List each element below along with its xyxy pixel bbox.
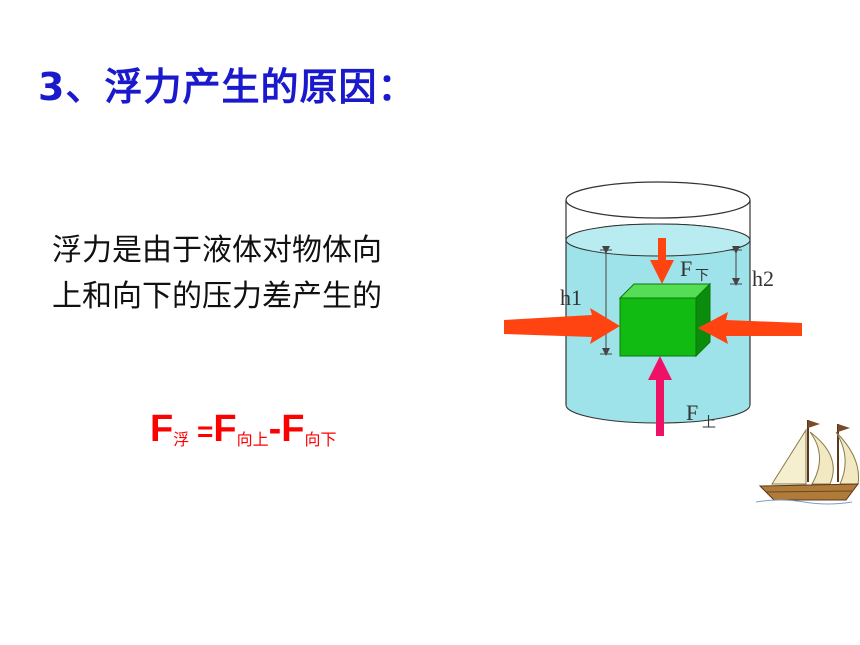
description-line-2: 上和向下的压力差产生的: [52, 279, 382, 314]
formula-f-up: F: [213, 408, 237, 450]
arrow-force-down: [650, 238, 674, 284]
label-f-up: F: [686, 400, 698, 425]
label-h2: h2: [752, 266, 774, 291]
buoyancy-formula: F浮 =F向上-F向下: [150, 408, 337, 451]
label-h1: h1: [560, 285, 582, 310]
arrow-force-right-side: [698, 312, 802, 344]
formula-sub-up: 向上: [236, 430, 269, 449]
description-line-1: 浮力是由于液体对物体向: [52, 233, 382, 268]
formula-equals: =: [189, 416, 214, 447]
slide-title: 3、浮力产生的原因：: [38, 65, 417, 109]
label-f-down-sub: 下: [695, 268, 709, 284]
sailboat-icon: [755, 420, 860, 505]
arrow-force-left-side: [504, 308, 620, 344]
label-f-down: F: [680, 256, 692, 281]
formula-sub-buoyancy: 浮: [173, 430, 190, 449]
formula-minus: -: [268, 408, 282, 450]
formula-f-buoyancy: F: [150, 408, 174, 450]
arrow-force-up: [648, 356, 672, 436]
formula-f-down: F: [281, 408, 305, 450]
submerged-cube: [618, 282, 712, 358]
description-text: 浮力是由于液体对物体向 上和向下的压力差产生的: [52, 228, 382, 320]
formula-sub-down: 向下: [304, 430, 337, 449]
label-f-up-sub: 上: [702, 415, 716, 431]
h1-dimension: [600, 246, 612, 356]
beaker-rim: [565, 181, 751, 219]
h2-dimension: [730, 246, 742, 286]
